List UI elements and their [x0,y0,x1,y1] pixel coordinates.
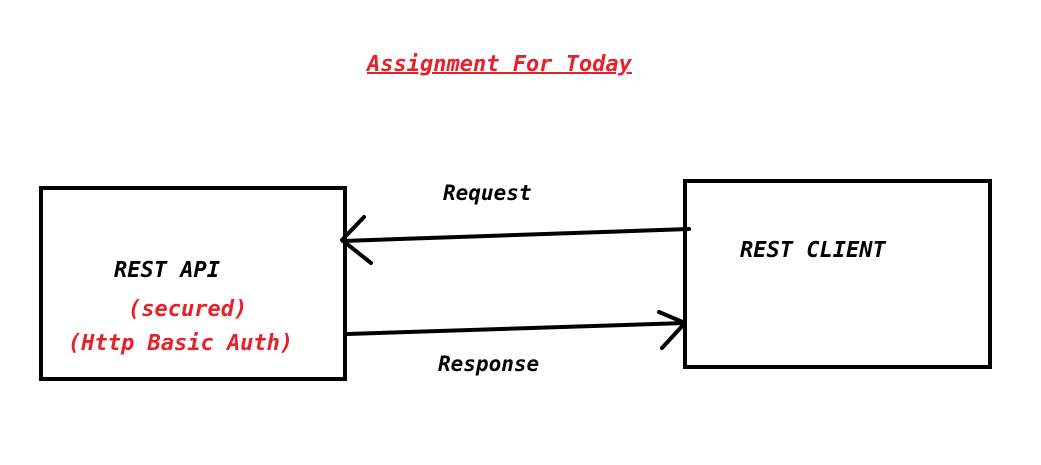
response-arrow-line [345,321,687,336]
rest-client-label: REST CLIENT [740,238,886,263]
request-arrowhead [340,215,373,265]
request-arrow [340,215,691,265]
rest-client-box [683,179,992,369]
response-arrow [345,310,687,350]
rest-api-secured-note: (secured) [128,297,248,322]
rest-api-label: REST API [114,258,220,283]
diagram-title: Assignment For Today [367,52,632,77]
request-arrow-line [341,227,691,243]
response-arrowhead [657,310,687,350]
request-label: Request [443,181,532,205]
response-label: Response [438,352,540,376]
rest-api-box [39,186,347,381]
rest-api-auth-note: (Http Basic Auth) [68,331,294,356]
